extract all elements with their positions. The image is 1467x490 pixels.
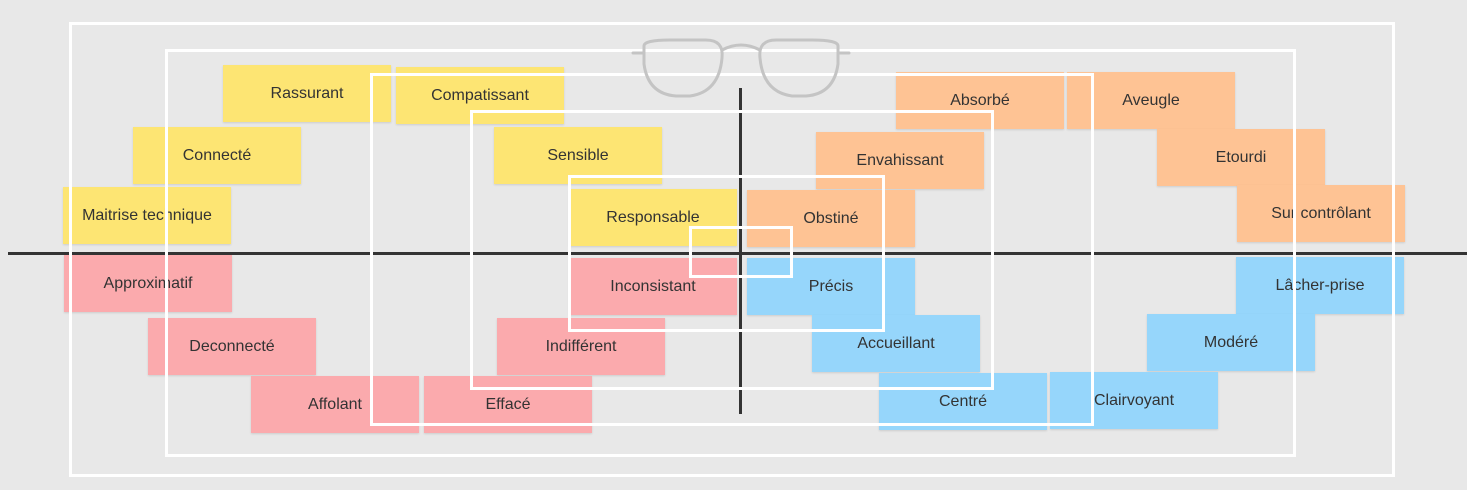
sticky-note-deconnecte[interactable]: Deconnecté — [148, 318, 316, 375]
frame-inner[interactable] — [689, 226, 793, 278]
sticky-note-obstine[interactable]: Obstiné — [747, 190, 915, 247]
frame-level-4[interactable] — [470, 110, 994, 390]
sticky-note-envahissant[interactable]: Envahissant — [816, 132, 984, 189]
sticky-note-approximatif[interactable]: Approximatif — [64, 255, 232, 312]
sticky-note-affolant[interactable]: Affolant — [251, 376, 419, 433]
sticky-note-inconsistant[interactable]: Inconsistant — [569, 258, 737, 315]
sticky-note-connecte[interactable]: Connecté — [133, 127, 301, 184]
sticky-note-rassurant[interactable]: Rassurant — [223, 65, 391, 122]
sticky-note-indifferent[interactable]: Indifférent — [497, 318, 665, 375]
sticky-note-etourdi[interactable]: Etourdi — [1157, 129, 1325, 186]
sticky-note-maitrise-technique[interactable]: Maitrise technique — [63, 187, 231, 244]
sticky-note-centre[interactable]: Centré — [879, 373, 1047, 430]
glasses-icon — [631, 38, 851, 98]
sticky-note-lacher-prise[interactable]: Lâcher-prise — [1236, 257, 1404, 314]
sticky-note-aveugle[interactable]: Aveugle — [1067, 72, 1235, 129]
sticky-note-sur-controlant[interactable]: Sur contrôlant — [1237, 185, 1405, 242]
sticky-note-absorbe[interactable]: Absorbé — [896, 72, 1064, 129]
frame-level-2[interactable] — [165, 49, 1296, 457]
sticky-note-responsable[interactable]: Responsable — [569, 189, 737, 246]
vertical-axis — [739, 88, 742, 414]
frame-level-3[interactable] — [370, 73, 1094, 426]
sticky-note-compatissant[interactable]: Compatissant — [396, 67, 564, 124]
horizontal-axis — [8, 252, 1467, 255]
sticky-note-sensible[interactable]: Sensible — [494, 127, 662, 184]
frame-outer[interactable] — [69, 22, 1395, 477]
sticky-note-accueillant[interactable]: Accueillant — [812, 315, 980, 372]
sticky-note-precis[interactable]: Précis — [747, 258, 915, 315]
sticky-note-modere[interactable]: Modéré — [1147, 314, 1315, 371]
sticky-note-clairvoyant[interactable]: Clairvoyant — [1050, 372, 1218, 429]
frame-level-5[interactable] — [568, 175, 885, 332]
